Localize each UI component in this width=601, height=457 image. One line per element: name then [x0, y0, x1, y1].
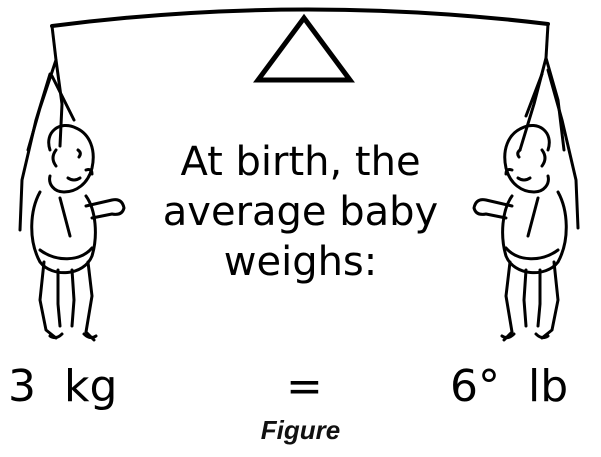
equals-sign: =	[286, 362, 323, 412]
metric-weight-label: 3 kg	[8, 362, 117, 412]
caption-line-1: At birth, the	[0, 140, 601, 184]
caption-line-2: average baby	[0, 190, 601, 234]
left-hook	[52, 26, 56, 60]
imperial-weight-label: 6° lb	[450, 362, 568, 412]
fulcrum-triangle-icon	[258, 18, 350, 80]
figure-caption: Figure	[0, 410, 601, 450]
caption-line-3: weighs:	[0, 240, 601, 284]
right-hook	[546, 24, 548, 58]
